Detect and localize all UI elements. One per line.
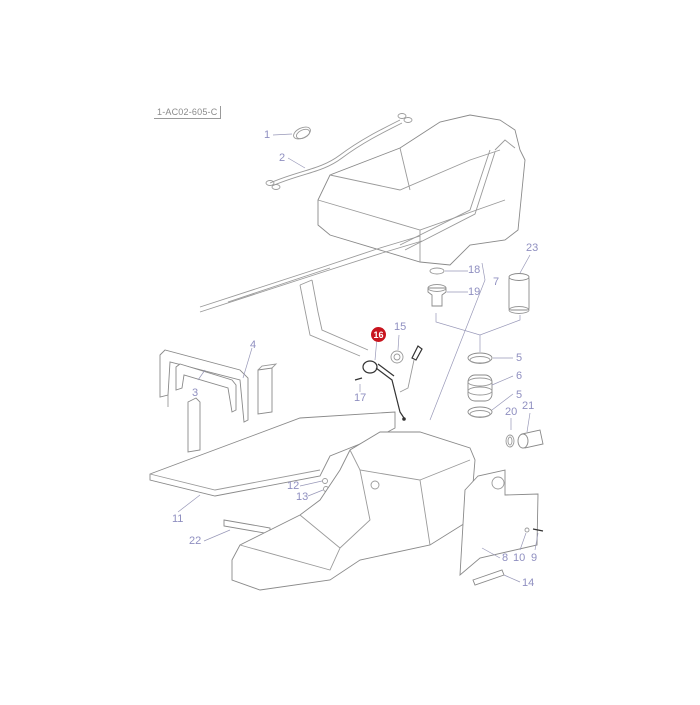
callout-18[interactable]: 18 xyxy=(468,264,481,276)
part-15-gasket-drawing xyxy=(390,334,423,393)
callout-5-lower[interactable]: 5 xyxy=(516,389,523,401)
lower-tank-drawing xyxy=(231,431,476,591)
part-2-wire-drawing xyxy=(265,113,413,190)
part-17-bolt-drawing xyxy=(354,377,363,392)
callout-7[interactable]: 7 xyxy=(493,276,500,288)
callout-12[interactable]: 12 xyxy=(287,480,300,492)
callout-14[interactable]: 14 xyxy=(522,577,535,589)
callout-4[interactable]: 4 xyxy=(250,339,257,351)
callout-22[interactable]: 22 xyxy=(189,535,202,547)
callout-21[interactable]: 21 xyxy=(522,400,535,412)
callout-3[interactable]: 3 xyxy=(192,387,199,399)
callout-19[interactable]: 19 xyxy=(468,286,481,298)
part-5-6-hose-clamps-drawing xyxy=(467,352,514,418)
callout-11[interactable]: 11 xyxy=(172,513,184,525)
callout-17[interactable]: 17 xyxy=(354,392,367,404)
part-18-19-fitting-drawing xyxy=(427,267,468,307)
callout-9[interactable]: 9 xyxy=(531,552,538,564)
part-23-filter-drawing xyxy=(508,254,531,314)
part-20-21-drawing xyxy=(505,412,544,449)
callout-15[interactable]: 15 xyxy=(394,321,407,333)
part-8-panel-drawing xyxy=(459,469,539,577)
callout-16-highlighted[interactable]: 16 xyxy=(371,327,386,342)
callout-13[interactable]: 13 xyxy=(296,491,309,503)
callout-23[interactable]: 23 xyxy=(526,242,539,254)
part-1-clamp-drawing xyxy=(272,126,311,140)
callout-10[interactable]: 10 xyxy=(513,552,526,564)
upper-tank-drawing xyxy=(317,114,526,266)
part-16-fuel-sender-drawing xyxy=(362,337,406,421)
part-9-10-drawing xyxy=(519,527,544,551)
part-14-rod-drawing xyxy=(472,569,521,586)
part-11-platform-drawing xyxy=(149,397,396,513)
part-7-leader-lines xyxy=(429,262,521,421)
diagram-reference-code: 1-AC02-605-C xyxy=(154,106,222,119)
callout-8[interactable]: 8 xyxy=(502,552,509,564)
callout-2[interactable]: 2 xyxy=(279,152,286,164)
callout-1[interactable]: 1 xyxy=(264,129,271,141)
part-3-4-brackets-drawing xyxy=(159,347,278,423)
fuel-line-pipes-drawing xyxy=(199,235,423,357)
callout-5-upper[interactable]: 5 xyxy=(516,352,523,364)
callout-6[interactable]: 6 xyxy=(516,370,523,382)
callout-20[interactable]: 20 xyxy=(505,406,518,418)
